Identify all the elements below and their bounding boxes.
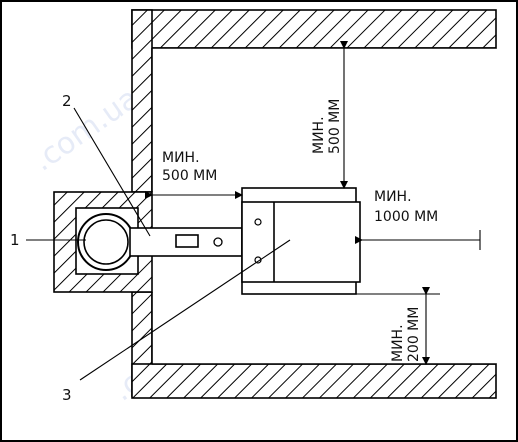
clearance-top-line1: МИН. [311, 116, 327, 154]
callout-1-label: 1 [10, 231, 20, 249]
heater [241, 187, 361, 295]
callout-2: 2 [62, 92, 151, 237]
callout-1: 1 [10, 231, 86, 249]
clearance-side-left-line2: 500 ММ [162, 168, 217, 184]
room-walls [131, 9, 497, 399]
clearance-top-line2: 500 ММ [327, 99, 343, 154]
callout-3-label: 3 [62, 386, 72, 404]
clearance-top: МИН. 500 ММ [311, 41, 348, 189]
flue-pipe [129, 227, 243, 257]
chimney [53, 191, 153, 293]
clearance-side-left-line1: МИН. [162, 150, 200, 166]
clearance-bottom: МИН. 200 ММ [356, 287, 440, 365]
clearance-front-line1: МИН. [374, 189, 412, 205]
callout-3: 3 [62, 239, 291, 404]
clearance-side-left: МИН. 500 ММ [145, 150, 243, 199]
clearance-bottom-line2: 200 ММ [406, 307, 422, 362]
svg-text:.com.ua: .com.ua [27, 81, 146, 179]
clearance-front: МИН. 1000 ММ [355, 189, 481, 250]
clearance-bottom-line1: МИН. [390, 324, 406, 362]
callout-2-label: 2 [62, 92, 72, 110]
clearance-front-line2: 1000 ММ [374, 209, 438, 225]
